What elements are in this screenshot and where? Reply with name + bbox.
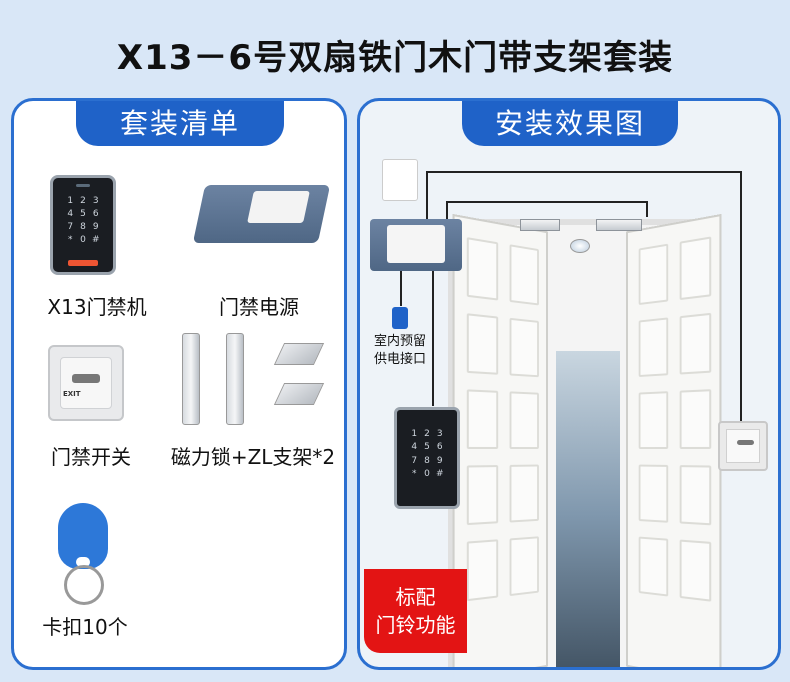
ceiling-light-icon xyxy=(570,239,590,253)
exit-button-icon xyxy=(718,421,768,471)
top-magnetic-lock-icon xyxy=(520,219,560,231)
doorbell-feature-badge: 标配 门铃功能 xyxy=(364,569,467,653)
exit-button-icon: EXIT xyxy=(48,345,124,421)
installation-header: 安装效果图 xyxy=(462,101,678,146)
power-supply-icon xyxy=(192,185,331,243)
power-plug-icon xyxy=(392,307,408,329)
item-label: 卡扣10个 xyxy=(42,615,128,639)
top-magnetic-lock-icon xyxy=(596,219,642,231)
zl-bracket-icon xyxy=(273,343,325,365)
list-item-magnetic-lock: 磁力锁+ZL支架*2 xyxy=(154,329,344,479)
item-label: X13门禁机 xyxy=(47,295,147,319)
list-item-power-supply: 门禁电源 xyxy=(179,171,339,321)
right-door xyxy=(626,213,722,667)
item-label: 磁力锁+ZL支架*2 xyxy=(170,445,336,469)
list-item-exit-button: EXIT 门禁开关 xyxy=(24,329,174,479)
item-label: 门禁电源 xyxy=(219,295,299,319)
list-item-rfid-fob: 卡扣10个 xyxy=(24,499,174,659)
package-list-header: 套装清单 xyxy=(76,101,284,146)
magnetic-lock-icon xyxy=(182,333,200,425)
zl-bracket-icon xyxy=(273,383,325,405)
page-title: X13－6号双扇铁门木门带支架套装 xyxy=(116,38,674,78)
power-note: 室内预留 供电接口 xyxy=(373,334,426,367)
doorbell-unit-icon xyxy=(382,159,418,201)
rfid-fob-icon xyxy=(58,503,118,613)
power-supply-icon xyxy=(370,219,462,271)
item-label: 门禁开关 xyxy=(51,445,131,469)
magnetic-lock-icon xyxy=(226,333,244,425)
corridor-view xyxy=(556,351,620,667)
